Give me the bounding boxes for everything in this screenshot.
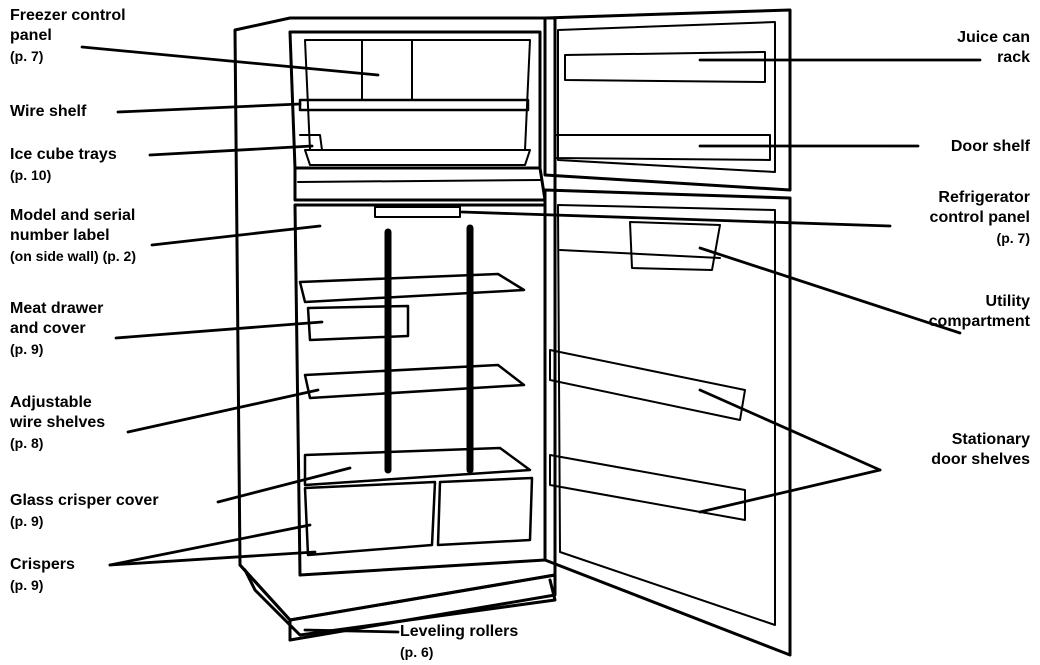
- juice-can-rack: [564, 51, 766, 83]
- refrigerator-control-panel: [374, 206, 461, 218]
- label-adjustable-line2: wire shelves: [10, 414, 106, 431]
- leader-crispers-a: [108, 523, 312, 567]
- label-crispers-page: (p. 9): [10, 577, 44, 593]
- label-wire-shelf: Wire shelf: [10, 102, 86, 122]
- label-refrigerator-control-line1: Refrigerator: [938, 189, 1030, 206]
- leader-ice-cube: [148, 144, 314, 157]
- stationary-door-shelf-upper: [549, 349, 746, 421]
- leader-adjustable: [126, 388, 320, 434]
- label-adjustable-shelves: Adjustable wire shelves (p. 8): [10, 393, 105, 453]
- label-freezer-control: Freezer control panel (p. 7): [10, 6, 126, 66]
- utility-compartment: [629, 221, 721, 271]
- label-model-serial-line2: number label: [10, 227, 110, 244]
- label-freezer-control-line1: Freezer control: [10, 7, 126, 24]
- label-freezer-control-line2: panel: [10, 27, 52, 44]
- label-refrigerator-control-page: (p. 7): [996, 230, 1030, 246]
- leader-stationary-a: [698, 388, 882, 472]
- leader-wire-shelf: [116, 102, 302, 114]
- label-door-shelf: Door shelf: [951, 137, 1030, 157]
- label-glass-crisper-cover: Glass crisper cover (p. 9): [10, 491, 159, 531]
- glass-crisper-cover: [303, 446, 532, 487]
- freezer-door: [543, 8, 792, 192]
- leader-model-serial: [150, 224, 322, 247]
- ice-cube-trays: [304, 149, 531, 166]
- label-juice-can-line2: rack: [997, 49, 1030, 66]
- leader-refrigerator-control: [460, 210, 892, 228]
- leader-leveling: [303, 628, 400, 634]
- label-meat-drawer-line2: and cover: [10, 320, 86, 337]
- label-adjustable-page: (p. 8): [10, 435, 44, 451]
- label-leveling-page: (p. 6): [400, 644, 434, 660]
- stationary-door-shelf-lower: [549, 454, 746, 521]
- label-utility-line2: compartment: [928, 313, 1030, 330]
- label-refrigerator-control: Refrigerator control panel (p. 7): [930, 188, 1030, 248]
- label-stationary-line2: door shelves: [931, 451, 1030, 468]
- label-ice-cube-line1: Ice cube trays: [10, 146, 117, 163]
- label-freezer-control-page: (p. 7): [10, 48, 44, 64]
- label-meat-drawer-page: (p. 9): [10, 341, 44, 357]
- label-model-serial-line1: Model and serial: [10, 207, 136, 224]
- lower-wire-shelf: [303, 363, 526, 400]
- label-meat-drawer-line1: Meat drawer: [10, 300, 104, 317]
- label-ice-cube-trays: Ice cube trays (p. 10): [10, 145, 117, 185]
- label-ice-cube-page: (p. 10): [10, 167, 52, 183]
- label-model-serial-line3: (on side wall) (p. 2): [10, 248, 137, 264]
- label-juice-can-line1: Juice can: [957, 29, 1030, 46]
- fresh-food-door: [543, 188, 792, 657]
- label-stationary-door-shelves: Stationary door shelves: [931, 430, 1030, 470]
- leader-crispers-b: [108, 550, 317, 567]
- label-leveling-line1: Leveling rollers: [400, 623, 519, 640]
- label-stationary-line1: Stationary: [951, 431, 1030, 448]
- cabinet-base: [243, 568, 557, 637]
- freezer-wire-shelf: [298, 98, 530, 112]
- leader-meat-drawer: [114, 320, 324, 340]
- leader-stationary-b: [698, 468, 882, 514]
- freezer-control-panel: [361, 39, 413, 101]
- label-wire-shelf-line1: Wire shelf: [10, 103, 87, 120]
- label-juice-can-rack: Juice can rack: [957, 28, 1030, 68]
- label-glass-crisper-line1: Glass crisper cover: [10, 492, 159, 509]
- leader-glass-crisper: [216, 466, 352, 504]
- leader-utility: [698, 246, 962, 335]
- freezer-door-shelf: [554, 134, 771, 161]
- leader-freezer-control: [80, 45, 380, 77]
- crisper-left: [303, 480, 437, 557]
- label-utility-line1: Utility: [985, 293, 1030, 310]
- fresh-food-liner: [293, 203, 547, 577]
- label-model-serial: Model and serial number label (on side w…: [10, 206, 136, 266]
- label-glass-crisper-page: (p. 9): [10, 513, 44, 529]
- label-utility-compartment: Utility compartment: [929, 292, 1030, 332]
- label-crispers: Crispers (p. 9): [10, 555, 75, 595]
- label-crispers-line1: Crispers: [10, 556, 75, 573]
- label-leveling-rollers: Leveling rollers (p. 6): [400, 622, 518, 662]
- label-refrigerator-control-line2: control panel: [929, 209, 1030, 226]
- upper-wire-shelf: [298, 272, 526, 304]
- label-adjustable-line1: Adjustable: [10, 394, 92, 411]
- label-meat-drawer: Meat drawer and cover (p. 9): [10, 299, 103, 359]
- crisper-right: [436, 476, 534, 547]
- label-door-shelf-line1: Door shelf: [950, 138, 1030, 155]
- meat-drawer: [306, 304, 410, 342]
